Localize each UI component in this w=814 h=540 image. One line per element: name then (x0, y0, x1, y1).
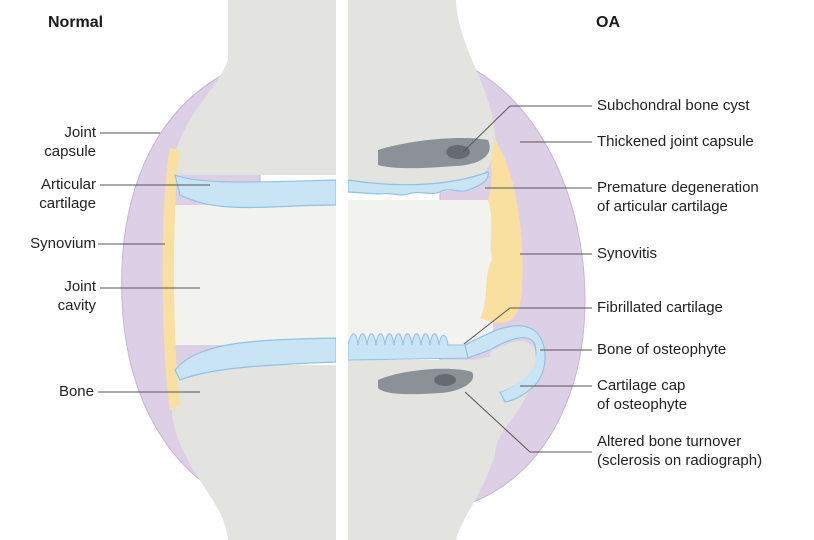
label-subchondral-cyst: Subchondral bone cyst (597, 96, 750, 115)
joint-cavity-left (172, 205, 336, 345)
label-bone: Bone (0, 382, 94, 401)
label-cartilage-cap-line2: of osteophyte (597, 395, 687, 414)
label-altered-turnover-line1: Altered bone turnover (597, 432, 762, 451)
bone-lower-left (172, 365, 336, 540)
label-altered-turnover: Altered bone turnover (sclerosis on radi… (597, 432, 762, 470)
label-joint-cavity: Joint cavity (0, 277, 96, 315)
label-synovium: Synovium (0, 234, 96, 253)
bone-upper-left (172, 0, 336, 175)
label-joint-capsule-line2: capsule (0, 142, 96, 161)
label-articular-cartilage-line1: Articular (0, 175, 96, 194)
label-bone-osteophyte: Bone of osteophyte (597, 340, 726, 359)
label-articular-cartilage: Articular cartilage (0, 175, 96, 213)
label-joint-cavity-line2: cavity (0, 296, 96, 315)
sclerosis-lower-inner (434, 374, 456, 386)
label-articular-cartilage-line2: cartilage (0, 194, 96, 213)
label-cartilage-cap: Cartilage cap of osteophyte (597, 376, 687, 414)
label-joint-capsule-line1: Joint (0, 123, 96, 142)
label-fibrillated-cartilage: Fibrillated cartilage (597, 298, 723, 317)
label-premature-degeneration: Premature degeneration of articular cart… (597, 178, 759, 216)
label-thickened-capsule: Thickened joint capsule (597, 132, 754, 151)
subchondral-cyst-upper-inner (446, 145, 470, 159)
title-normal: Normal (48, 14, 103, 32)
label-premature-degeneration-line2: of articular cartilage (597, 197, 759, 216)
label-synovitis: Synovitis (597, 244, 657, 263)
label-joint-capsule: Joint capsule (0, 123, 96, 161)
center-divider (336, 0, 348, 540)
label-cartilage-cap-line1: Cartilage cap (597, 376, 687, 395)
title-oa: OA (596, 14, 620, 32)
label-altered-turnover-line2: (sclerosis on radiograph) (597, 451, 762, 470)
joint-cavity-right (348, 200, 493, 350)
label-premature-degeneration-line1: Premature degeneration (597, 178, 759, 197)
label-joint-cavity-line1: Joint (0, 277, 96, 296)
